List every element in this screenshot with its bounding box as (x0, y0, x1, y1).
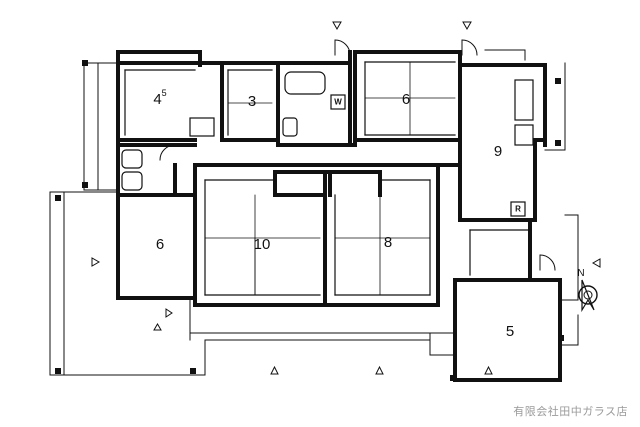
entrance-marker-bottom-left-1 (153, 323, 162, 331)
svg-text:W: W (334, 98, 342, 107)
interior-partitions (124, 61, 531, 296)
room-label-6-left: 6 (156, 236, 164, 253)
washer-icon: W (330, 94, 346, 110)
entrance-marker-top-left (332, 21, 342, 31)
door-swings (159, 39, 556, 271)
corner-posts (55, 60, 564, 381)
entrance-marker-bottom-3 (484, 365, 493, 375)
room-label-5: 5 (506, 323, 514, 340)
svg-text:R: R (515, 205, 521, 214)
entrance-marker-bottom-left-2 (165, 308, 173, 318)
credit-text: 有限会社田中ガラス店 (513, 405, 628, 418)
refrigerator-icon: R (510, 201, 526, 217)
entrance-marker-right (591, 258, 601, 268)
room-label-8: 8 (384, 234, 392, 251)
entrance-marker-bottom-1 (270, 365, 279, 375)
room-label-45: 45 (153, 88, 166, 108)
entrance-marker-bottom-2 (375, 365, 384, 375)
room-label-9: 9 (494, 143, 502, 160)
room-labels: 45 3 6 9 6 10 8 5 (153, 88, 514, 340)
entrance-markers (91, 21, 601, 375)
entrance-marker-top-right (462, 21, 472, 31)
veranda-outlines (49, 49, 579, 376)
room-label-3: 3 (248, 93, 256, 110)
entrance-marker-left (91, 257, 101, 267)
compass-icon: N (577, 268, 598, 313)
tatami-lines (204, 61, 456, 296)
compass-north-label: N (577, 268, 584, 279)
fixtures-lines (121, 71, 534, 191)
room-label-6-top: 6 (402, 91, 410, 108)
room-label-10: 10 (254, 236, 271, 253)
